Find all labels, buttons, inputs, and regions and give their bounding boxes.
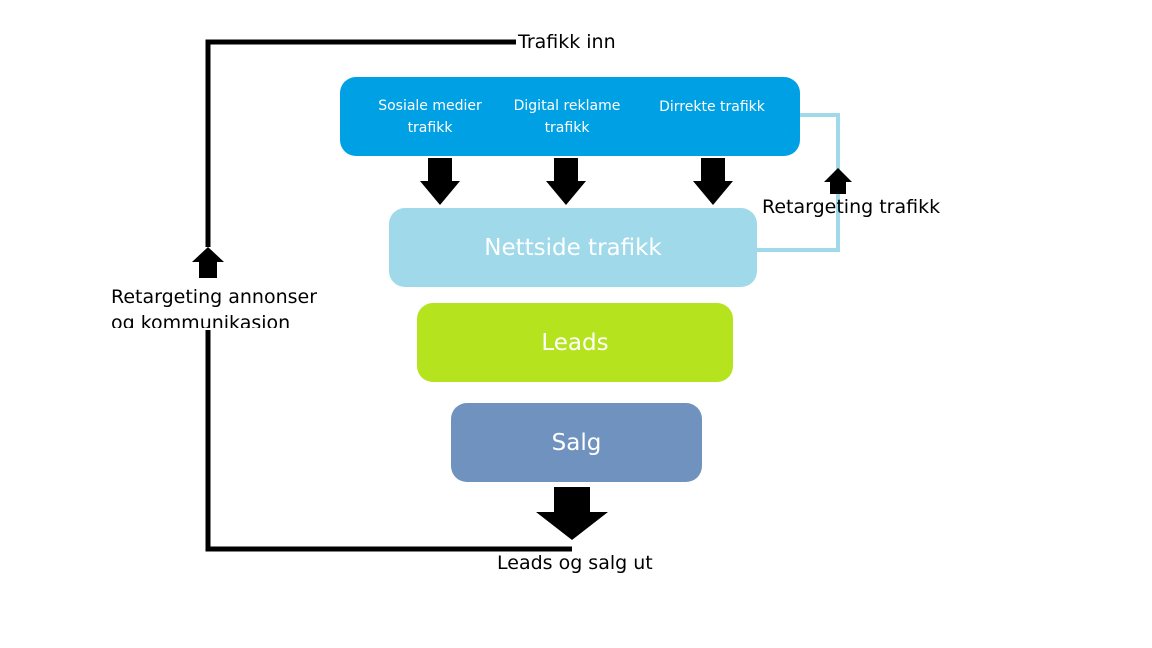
source-direct: Dirrekte trafikk — [644, 96, 780, 118]
down-arrow-icon — [536, 487, 608, 540]
up-arrow-icon — [192, 247, 224, 278]
retargeting-ads-line1: Retargeting annonser — [111, 286, 318, 308]
retargeting-ads-label: Retargeting annonser og kommunikasjon — [111, 284, 317, 328]
down-arrow-icon — [546, 158, 586, 205]
up-arrow-icon — [824, 168, 852, 194]
leads-label: Leads — [541, 329, 609, 356]
sales-box: Salg — [451, 403, 702, 482]
leads-sales-out-label: Leads og salg ut — [497, 552, 653, 574]
sales-label: Salg — [551, 429, 602, 456]
down-arrow-icon — [420, 158, 460, 205]
website-traffic-box: Nettside trafikk — [389, 208, 757, 287]
leads-box: Leads — [417, 303, 733, 382]
traffic-sources-box — [340, 77, 800, 156]
source-label-line1: Dirrekte trafikk — [659, 99, 765, 115]
source-label-line2: trafikk — [407, 120, 453, 136]
retargeting-ads-line2: og kommunikasjon — [111, 312, 291, 328]
down-arrow-icon — [693, 158, 733, 205]
source-label-line1: Sosiale medier — [378, 98, 482, 114]
loop-line-top — [205, 39, 516, 247]
source-label-line2: trafikk — [544, 120, 590, 136]
source-social-media: Sosiale medier trafikk — [362, 95, 498, 139]
source-label-line1: Digital reklame — [513, 98, 621, 114]
traffic-in-label: Trafikk inn — [518, 31, 616, 53]
retargeting-traffic-label: Retargeting trafikk — [762, 196, 941, 218]
loop-line-bottom — [205, 330, 572, 552]
source-digital-ads: Digital reklame trafikk — [498, 95, 636, 139]
website-traffic-label: Nettside trafikk — [484, 234, 662, 261]
